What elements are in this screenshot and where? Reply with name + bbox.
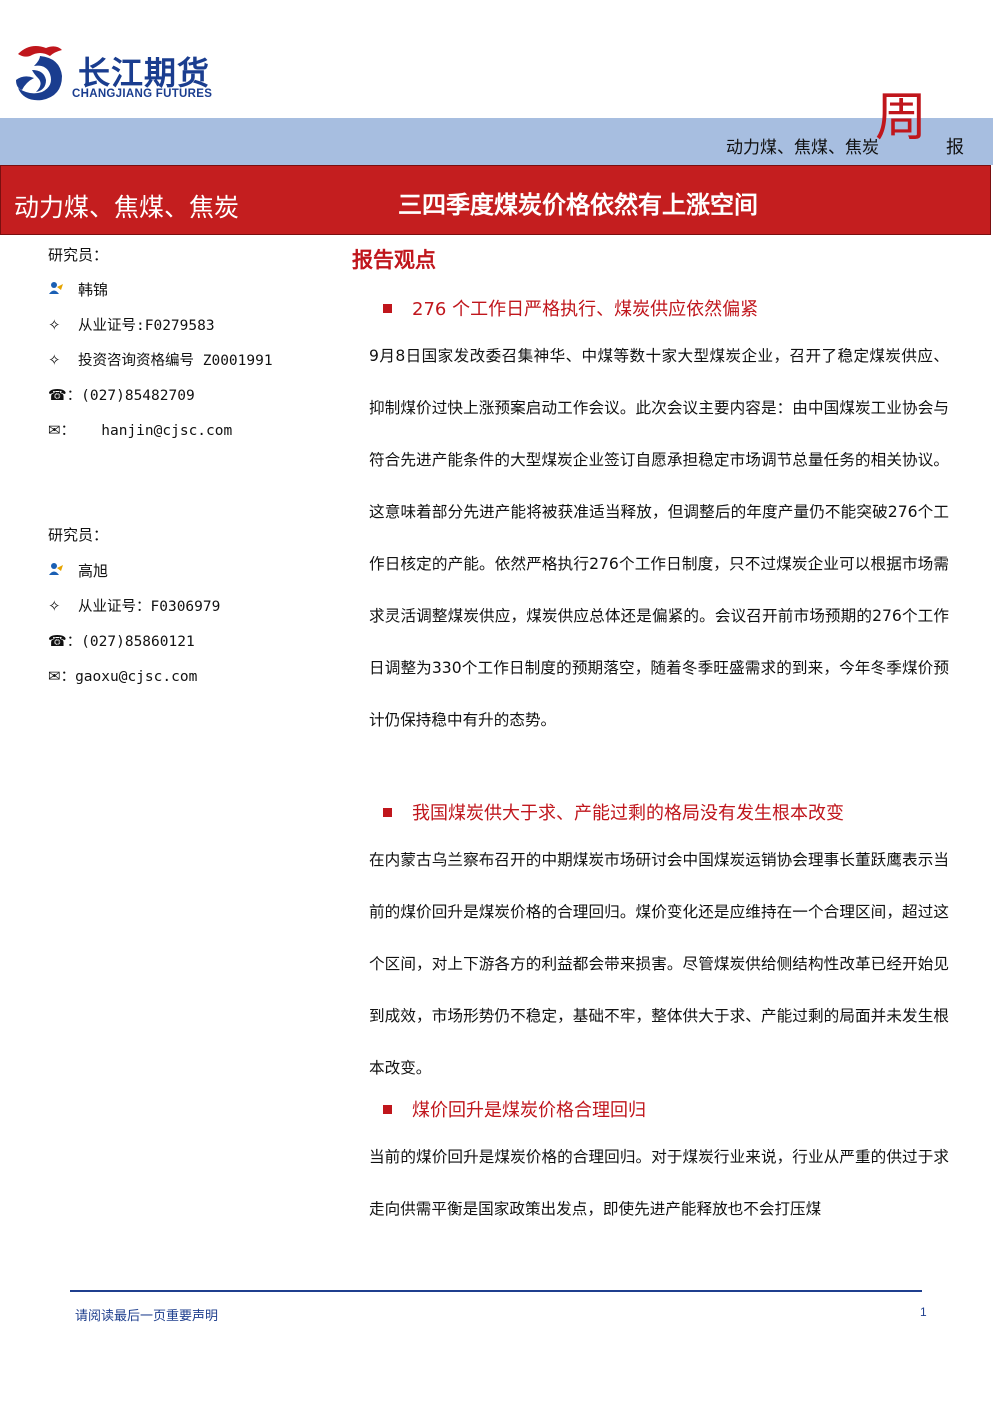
banner-category: 动力煤、焦煤、焦炭 <box>14 193 240 222</box>
report-views-heading: 报告观点 <box>352 248 436 272</box>
section-3-title: 煤价回升是煤炭价格合理回归 <box>383 1096 646 1122</box>
section-1-title: 276 个工作日严格执行、煤炭供应依然偏紧 <box>383 295 758 321</box>
analyst-2-role: 研究员： <box>48 526 109 544</box>
mail-icon: ✉ <box>48 667 61 685</box>
star-icon: ✧ <box>48 351 61 369</box>
weekly-zhou-glyph: 周 <box>875 88 928 148</box>
analyst-2-phone-row: ☎：(027)85860121 <box>48 630 195 651</box>
analyst-1-email-row: ✉： hanjin@cjsc.com <box>48 419 232 440</box>
section-2-body: 在内蒙古乌兰察布召开的中期煤炭市场研讨会中国煤炭运销协会理事长董跃鹰表示当前的煤… <box>369 851 949 1077</box>
dragon-logo-icon <box>16 46 62 101</box>
title-banner <box>0 165 991 235</box>
footer-notice: 请阅读最后一页重要声明 <box>75 1309 219 1324</box>
analyst-2-cert: 从业证号：F0306979 <box>78 599 221 615</box>
person-icon <box>48 562 78 580</box>
company-logo: 长江期货 CHANGJIANG FUTURES <box>10 40 250 106</box>
analyst-1-role: 研究员： <box>48 246 109 264</box>
star-icon: ✧ <box>48 597 61 615</box>
analyst-2-email-row: ✉：gaoxu@cjsc.com <box>48 665 197 686</box>
section-2-title: 我国煤炭供大于求、产能过剩的格局没有发生根本改变 <box>383 799 844 825</box>
logo-name-cn: 长江期货 <box>78 54 211 92</box>
phone-icon: ☎ <box>48 386 67 404</box>
analyst-1-cert: 从业证号:F0279583 <box>78 318 215 334</box>
header-band-title: 动力煤、焦煤、焦炭 <box>726 138 879 158</box>
section-3-body: 当前的煤价回升是煤炭价格的合理回归。对于煤炭行业来说，行业从严重的供过于求走向供… <box>369 1148 949 1218</box>
analyst-2-email[interactable]: ：gaoxu@cjsc.com <box>60 669 198 685</box>
header-band <box>0 118 993 165</box>
square-bullet-icon <box>383 1104 392 1114</box>
analyst-1-phone-row: ☎：(027)85482709 <box>48 384 195 405</box>
report-title: 三四季度煤炭价格依然有上涨空间 <box>398 191 758 219</box>
star-icon: ✧ <box>48 316 61 334</box>
phone-icon: ☎ <box>48 632 67 650</box>
analyst-1-name-row: 韩锦 <box>48 279 108 300</box>
analyst-1-phone: ：(027)85482709 <box>66 388 195 404</box>
analyst-1-invest: 投资咨询资格编号 Z0001991 <box>78 353 273 369</box>
analyst-2-phone: ：(027)85860121 <box>66 634 195 650</box>
footer-divider <box>70 1290 922 1292</box>
analyst-1-name: 韩锦 <box>78 281 109 299</box>
analyst-1-cert-row: ✧ 从业证号:F0279583 <box>48 314 215 335</box>
analyst-2-name: 高旭 <box>78 562 109 580</box>
section-1-body: 9月8日国家发改委召集神华、中煤等数十家大型煤炭企业，召开了稳定煤炭供应、抑制煤… <box>369 347 949 729</box>
analyst-2-cert-row: ✧ 从业证号：F0306979 <box>48 595 220 616</box>
square-bullet-icon <box>383 303 392 313</box>
page-number: 1 <box>920 1305 927 1319</box>
square-bullet-icon <box>383 807 392 817</box>
analyst-2-name-row: 高旭 <box>48 560 108 581</box>
mail-icon: ✉ <box>48 421 61 439</box>
person-icon <box>48 281 78 299</box>
weekly-bao-glyph: 报 <box>946 137 964 158</box>
logo-name-en: CHANGJIANG FUTURES <box>72 88 213 100</box>
analyst-1-invest-row: ✧ 投资咨询资格编号 Z0001991 <box>48 349 273 370</box>
analyst-1-email[interactable]: ： hanjin@cjsc.com <box>60 423 233 439</box>
